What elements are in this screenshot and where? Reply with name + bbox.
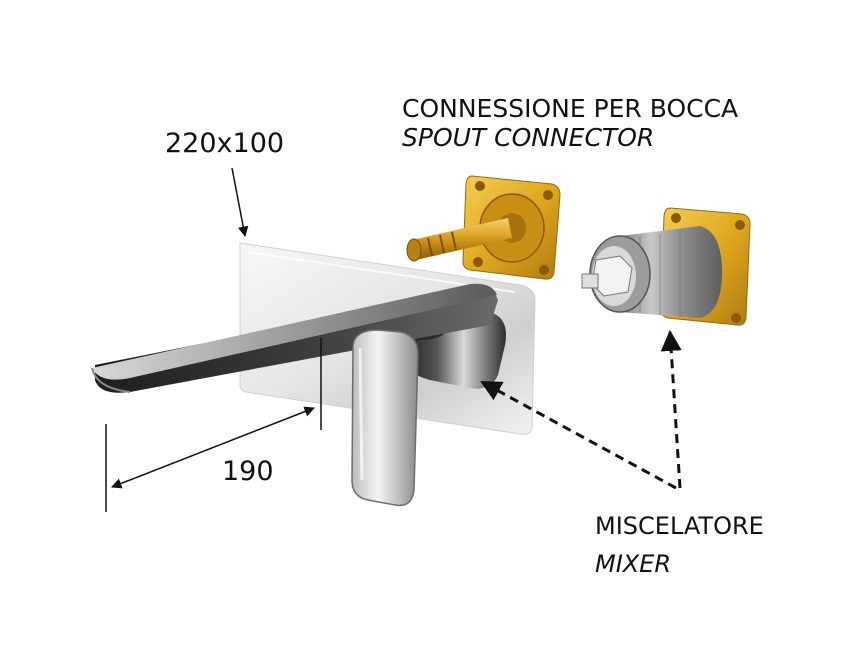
mixer-label-it: MISCELATORE: [595, 512, 764, 540]
mixer-leader-arrows: [480, 329, 682, 490]
spout: [91, 283, 498, 393]
mixer-leader-to-cartridge: [660, 329, 682, 489]
mixer-lever: [351, 329, 419, 507]
spout-dimension-label: 190: [222, 456, 274, 487]
spout-dimension: [105, 338, 322, 512]
spout-connector-label-it: CONNESSIONE PER BOCCA: [402, 94, 739, 123]
spout-connector-label-en: SPOUT CONNECTOR: [402, 123, 655, 152]
spout-connector: [406, 175, 561, 280]
mixer-cartridge: [581, 207, 751, 326]
mixer-label-en: MIXER: [595, 550, 672, 578]
plate-dimension-arrow: [231, 167, 249, 238]
plate-dimension-label: 220x100: [165, 128, 285, 159]
mixer-leader-to-body: [480, 380, 677, 490]
spout-dimension-arrow: [111, 406, 315, 489]
